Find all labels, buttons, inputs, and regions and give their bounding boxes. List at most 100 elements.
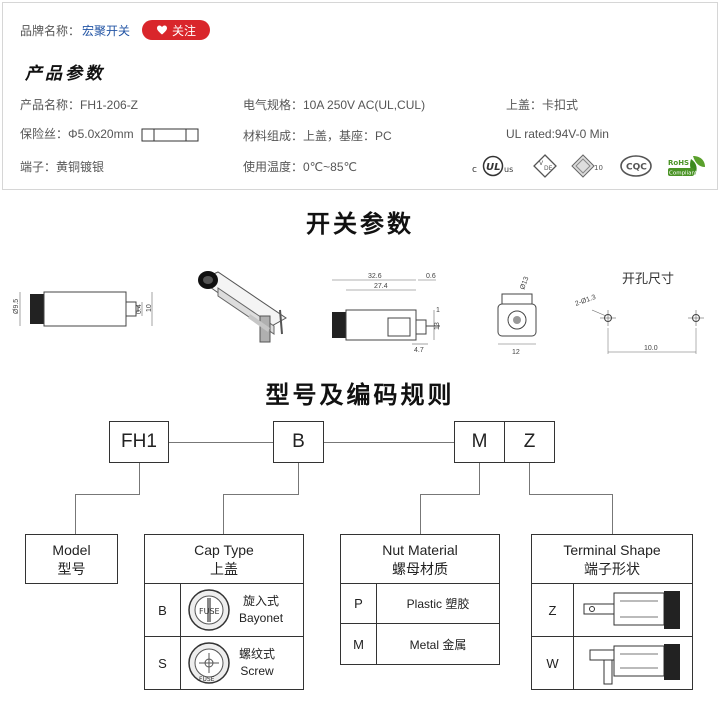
dim-d13b: Ø13	[519, 276, 530, 291]
connector-line	[169, 442, 273, 443]
connector-line	[298, 462, 299, 494]
ul-cert-icon: c UL us	[472, 155, 513, 177]
vde-cert-icon: V DE	[533, 154, 557, 178]
enec-cert-icon: 10	[571, 154, 603, 178]
connector-line	[479, 462, 480, 494]
heart-icon	[157, 25, 168, 35]
cap-type-zh: 旋入式	[243, 594, 280, 608]
connector-line	[529, 494, 613, 495]
cap-type-en: Bayonet	[239, 611, 284, 625]
dim-d13: 13	[434, 322, 441, 330]
coding-title: 型号及编码规则	[265, 381, 455, 409]
dim-d06: 0.6	[426, 273, 436, 280]
dim-d10: 10	[146, 304, 153, 312]
dim-d100: 10.0	[644, 345, 658, 352]
straight-terminal-icon	[583, 591, 680, 629]
switch-params-title: 开关参数	[306, 210, 414, 238]
nut-material-header: Nut Material 螺母材质	[341, 535, 499, 584]
screw-cap-icon: FUSE	[188, 642, 230, 684]
param-electrical: 电气规格：10A 250V AC(UL,CUL)	[243, 98, 426, 112]
svg-text:CQC: CQC	[626, 163, 647, 173]
nut-material-value: Metal 金属	[409, 637, 467, 652]
nut-material-header-zh: 螺母材质	[392, 561, 448, 577]
cap-type-key: B	[145, 584, 181, 636]
fuse-icon	[141, 128, 199, 142]
terminal-shape-table: Terminal Shape 端子形状 Z W	[531, 534, 693, 690]
follow-label: 关注	[172, 23, 197, 38]
dim-d12: 12	[512, 349, 520, 356]
svg-text:10: 10	[594, 164, 603, 172]
section-title-params: 产品参数	[25, 64, 105, 84]
param-fuse: 保险丝：Φ5.0x20mm	[20, 127, 134, 141]
brand-row: 品牌名称： 宏聚开关 关注	[20, 20, 211, 40]
terminal-shape-header: Terminal Shape 端子形状	[532, 535, 692, 584]
nut-material-row: P Plastic 塑胶	[341, 584, 499, 624]
terminal-shape-header-en: Terminal Shape	[563, 542, 661, 558]
cap-type-en: Screw	[240, 664, 274, 678]
model-header-en: Model	[52, 542, 91, 558]
nut-material-value: Plastic 塑胶	[406, 597, 470, 611]
svg-text:Compliant: Compliant	[669, 171, 698, 177]
brand-label: 品牌名称：	[20, 23, 81, 38]
svg-text:FUSE: FUSE	[199, 607, 220, 616]
param-terminal: 端子：黄铜镀银	[20, 160, 105, 174]
cap-type-header: Cap Type 上盖	[145, 535, 303, 584]
terminal-shape-header-zh: 端子形状	[584, 561, 640, 577]
model-table: Model 型号	[25, 534, 118, 584]
nut-material-header-en: Nut Material	[382, 542, 458, 558]
svg-text:c: c	[472, 165, 477, 175]
svg-text:V: V	[539, 160, 544, 167]
cap-type-header-en: Cap Type	[194, 542, 254, 558]
cap-type-row: S FUSE 螺纹式 Screw	[145, 637, 303, 689]
model-header: Model 型号	[26, 535, 117, 584]
cap-type-header-zh: 上盖	[210, 561, 238, 577]
svg-text:RoHS: RoHS	[668, 159, 689, 167]
front-view-drawing: 32.6 27.4 0.6 1 13 4.7	[332, 273, 441, 354]
svg-text:DE: DE	[544, 165, 553, 172]
connector-line	[75, 494, 140, 495]
param-product-name: 产品名称：FH1-206-Z	[20, 98, 139, 112]
product-info-card: 品牌名称： 宏聚开关 关注 产品参数 产品名称：FH1-206-Z 电气规格：1…	[2, 2, 718, 190]
fuse-holder-photo	[198, 271, 287, 343]
dim-d326: 32.6	[368, 273, 382, 280]
follow-button[interactable]: 关注	[142, 20, 211, 40]
hole-size-label: 开孔尺寸	[622, 272, 675, 287]
dim-d95: Ø9.5	[13, 299, 20, 314]
code-box-terminal: Z	[504, 421, 555, 463]
code-box-cap: B	[273, 421, 324, 463]
dim-d47: 4.7	[414, 347, 424, 354]
connector-line	[612, 494, 613, 534]
dim-d04: 0.4	[136, 304, 143, 314]
bayonet-cap-icon: FUSE	[188, 589, 230, 631]
svg-text:FUSE: FUSE	[199, 676, 215, 683]
rohs-cert-icon: RoHS Compliant	[668, 156, 705, 177]
param-ul-rated: UL rated:94V-0 Min	[506, 127, 609, 141]
terminal-shape-key: W	[532, 637, 574, 689]
terminal-shape-key: Z	[532, 584, 574, 636]
cap-type-row: B FUSE 旋入式 Bayonet	[145, 584, 303, 637]
cap-type-key: S	[145, 637, 181, 689]
param-fuse-row: 保险丝：Φ5.0x20mm	[20, 125, 199, 142]
param-temperature: 使用温度：0℃~85℃	[243, 160, 357, 174]
connector-line	[420, 494, 480, 495]
nut-material-key: M	[341, 624, 377, 664]
dim-d274: 27.4	[374, 283, 388, 290]
nut-material-table: Nut Material 螺母材质 P Plastic 塑胶 M Metal 金…	[340, 534, 500, 665]
connector-line	[223, 494, 299, 495]
connector-line	[75, 494, 76, 534]
code-box-nut: M	[454, 421, 505, 463]
cap-type-zh: 螺纹式	[239, 647, 276, 661]
end-view-drawing: Ø13 12	[497, 276, 537, 356]
brand-name-link[interactable]: 宏聚开关	[82, 23, 131, 38]
terminal-shape-row: W	[532, 637, 692, 689]
nut-material-key: P	[341, 584, 377, 623]
connector-line	[323, 442, 454, 443]
cqc-cert-icon: CQC	[620, 155, 652, 177]
svg-text:us: us	[504, 165, 513, 174]
terminal-shape-row: Z	[532, 584, 692, 637]
param-cap: 上盖：卡扣式	[506, 98, 579, 112]
model-header-zh: 型号	[57, 561, 86, 577]
side-view-drawing: Ø9.5 0.4 10	[13, 291, 153, 327]
connector-line	[529, 462, 530, 494]
hole-layout-drawing: 2-Ø1.3 10.0	[574, 294, 704, 354]
